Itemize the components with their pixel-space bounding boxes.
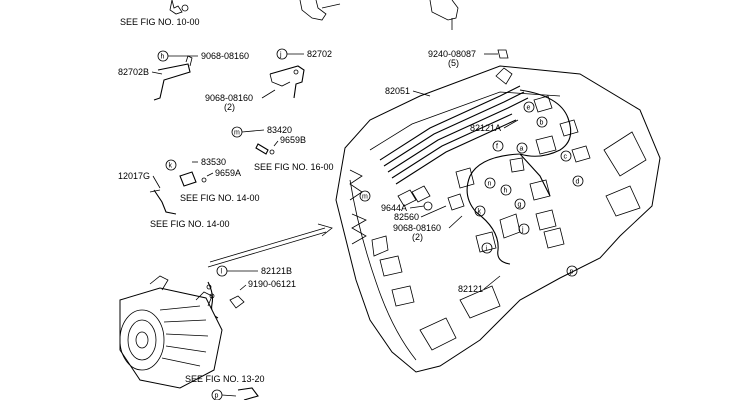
sensor-83420 xyxy=(255,143,275,155)
harness-82121 xyxy=(423,89,591,265)
callout-j-engine: j xyxy=(521,227,524,234)
callout-j: j xyxy=(279,52,282,59)
callout-n: n xyxy=(488,181,492,188)
label-9659B: 9659B xyxy=(280,135,306,145)
label-83530: 83530 xyxy=(201,157,226,167)
callout-a: a xyxy=(520,146,524,153)
bracket-82702 xyxy=(269,65,305,99)
label-9068-b: 9068-08160 xyxy=(205,93,253,103)
engine-callouts: m e b f a c d n h k g j i p xyxy=(359,101,584,277)
callout-m: m xyxy=(234,130,240,137)
label-82702B: 82702B xyxy=(118,67,149,77)
ref-fig-14-b: SEE FIG NO. 14-00 xyxy=(150,219,230,229)
callout-c: c xyxy=(564,154,568,161)
callout-k: k xyxy=(169,163,173,170)
ref-fig-10: SEE FIG NO. 10-00 xyxy=(120,17,200,27)
callout-p-engine: p xyxy=(570,269,574,276)
callout-j-circle xyxy=(276,48,288,60)
label-9659A: 9659A xyxy=(215,168,241,178)
ref-fig-16: SEE FIG NO. 16-00 xyxy=(254,162,334,172)
pointer-arrow xyxy=(207,223,333,268)
callout-d: d xyxy=(576,179,580,186)
label-9068-a: 9068-08160 xyxy=(201,51,249,61)
bracket-82702B xyxy=(153,55,193,101)
label-82121B: 82121B xyxy=(261,266,292,276)
ref-fig-14-a: SEE FIG NO. 14-00 xyxy=(180,193,260,203)
label-9190: 9190-06121 xyxy=(248,279,296,289)
label-12017G: 12017G xyxy=(118,171,150,181)
label-9240: 9240-08087 xyxy=(428,49,476,59)
callout-h-engine: h xyxy=(504,188,508,195)
label-9068-c: 9068-08160 xyxy=(393,223,441,233)
label-82702: 82702 xyxy=(307,49,332,59)
callout-e: e xyxy=(527,105,531,112)
label-82121A: 82121A xyxy=(470,123,501,133)
label-9240-qty: (5) xyxy=(448,58,459,68)
top-left-part xyxy=(169,0,189,15)
callout-f: f xyxy=(496,144,498,151)
callout-b: b xyxy=(540,120,544,127)
label-82051: 82051 xyxy=(385,86,410,96)
harness-82051 xyxy=(379,67,529,207)
callout-k-engine: k xyxy=(478,209,482,216)
label-82560: 82560 xyxy=(394,212,419,222)
callout-h: h xyxy=(161,54,165,61)
label-82121: 82121 xyxy=(458,284,483,294)
ref-fig-13: SEE FIG NO. 13-20 xyxy=(185,374,265,384)
engine-block xyxy=(335,65,661,373)
bracket-12017G xyxy=(149,189,177,215)
label-9068-c-qty: (2) xyxy=(412,232,423,242)
callout-i: i xyxy=(486,246,488,253)
callout-k-circle xyxy=(165,159,177,171)
top-right-part xyxy=(429,0,459,30)
sensor-83530 xyxy=(179,171,207,187)
label-9068-b-qty: (2) xyxy=(224,102,235,112)
callout-m-engine: m xyxy=(362,194,368,201)
top-center-part xyxy=(299,0,341,21)
alternator xyxy=(119,275,223,389)
callout-p: p xyxy=(215,393,219,400)
label-83420: 83420 xyxy=(267,125,292,135)
callout-l: l xyxy=(221,269,223,276)
label-9644A: 9644A xyxy=(381,203,407,213)
callout-g: g xyxy=(518,202,522,209)
